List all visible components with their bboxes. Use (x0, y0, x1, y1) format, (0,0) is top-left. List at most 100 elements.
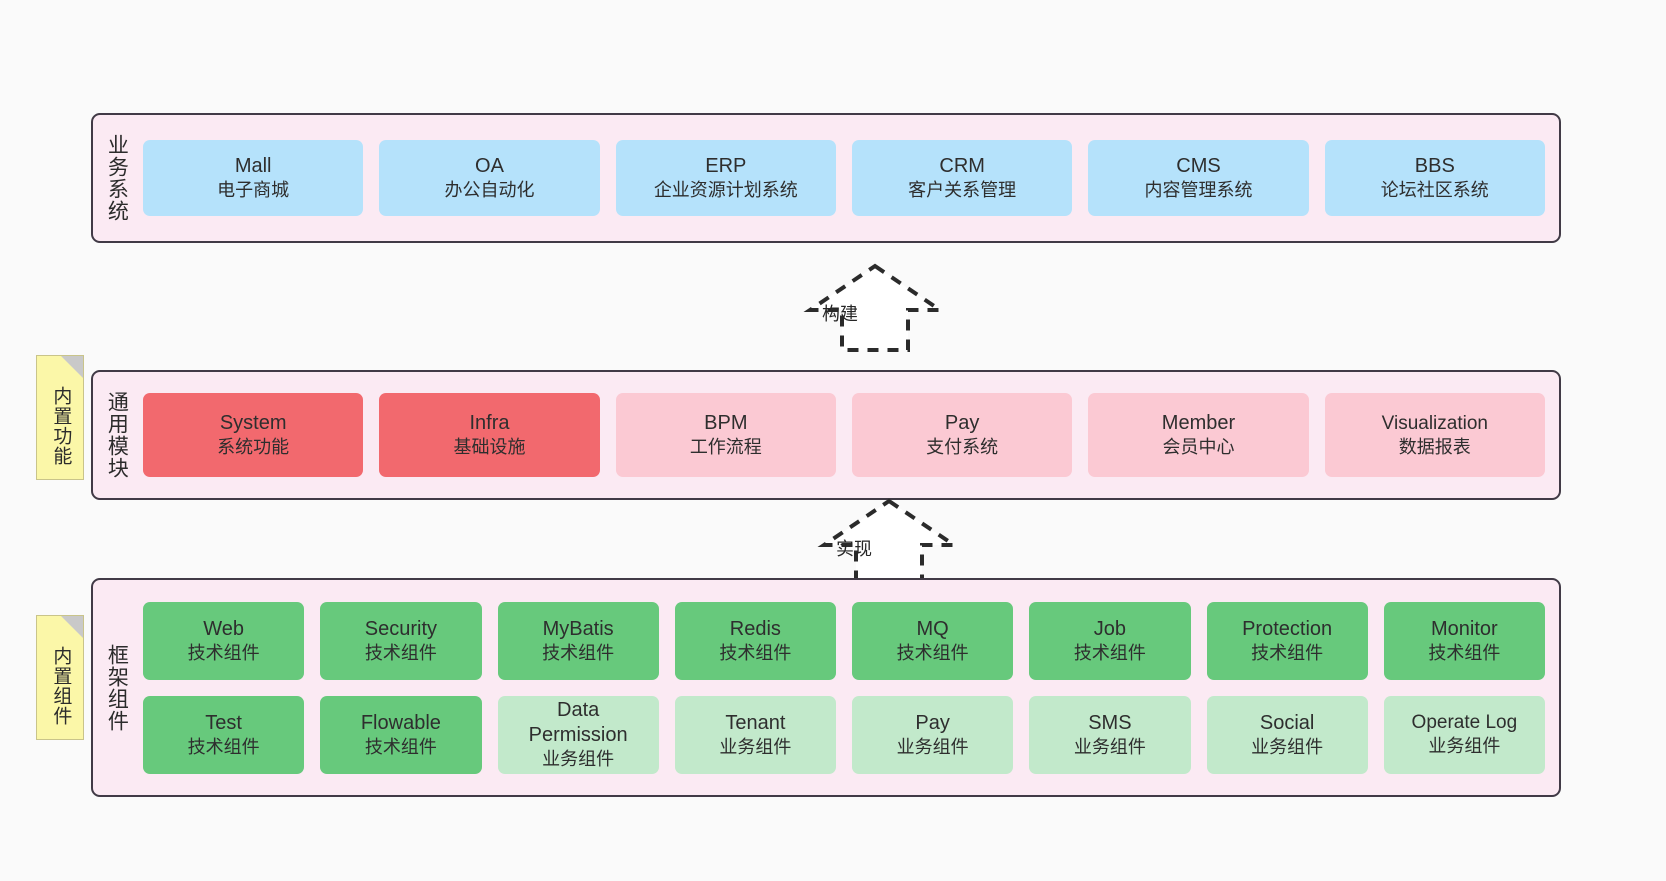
node-title: Operate Log (1411, 712, 1518, 734)
node-test[interactable]: Test 技术组件 (143, 695, 305, 774)
node-data-permission[interactable]: Data Permission 业务组件 (497, 695, 659, 774)
node-title: Member (1161, 412, 1236, 435)
node-member[interactable]: Member 会员中心 (1088, 393, 1309, 477)
node-subtitle: 业务组件 (896, 736, 969, 757)
node-row: Mall 电子商城 OA 办公自动化 ERP 企业资源计划系统 CRM 客户关系… (143, 140, 1545, 216)
node-mybatis[interactable]: MyBatis 技术组件 (497, 601, 659, 680)
node-subtitle: 论坛社区系统 (1380, 180, 1489, 201)
node-row: Web 技术组件 Security 技术组件 MyBatis 技术组件 Redi… (143, 601, 1545, 680)
node-title: Tenant (725, 711, 786, 734)
node-redis[interactable]: Redis 技术组件 (674, 601, 836, 680)
node-subtitle: 内容管理系统 (1144, 180, 1253, 201)
node-subtitle: 业务组件 (1428, 736, 1501, 757)
layer-framework-components: 框架组件 Web 技术组件 Security 技术组件 MyBatis 技术组件… (91, 578, 1561, 797)
connector-build-label: 构建 (822, 304, 858, 324)
node-subtitle: 技术组件 (896, 642, 969, 663)
node-subtitle: 系统功能 (217, 437, 290, 458)
folded-corner-icon (61, 356, 83, 378)
node-subtitle: 工作流程 (689, 437, 762, 458)
node-title: Pay (915, 711, 950, 734)
node-title: Redis (729, 617, 781, 640)
node-subtitle: 基础设施 (453, 437, 526, 458)
connector-implement: 实现 (814, 497, 964, 587)
sticky-note-text: 内置功能 (50, 385, 72, 466)
node-flowable[interactable]: Flowable 技术组件 (320, 695, 482, 774)
node-subtitle: 支付系统 (926, 437, 999, 458)
node-security[interactable]: Security 技术组件 (320, 601, 482, 680)
node-subtitle: 会员中心 (1162, 437, 1235, 458)
node-row: Test 技术组件 Flowable 技术组件 Data Permission … (143, 695, 1545, 774)
layer-title-common-modules: 通用模块 (105, 391, 129, 479)
node-web[interactable]: Web 技术组件 (143, 601, 305, 680)
node-title: CRM (939, 155, 985, 178)
node-subtitle: 技术组件 (364, 642, 437, 663)
layer-body-framework-components: Web 技术组件 Security 技术组件 MyBatis 技术组件 Redi… (139, 580, 1559, 795)
node-protection[interactable]: Protection 技术组件 (1206, 601, 1368, 680)
node-title: Web (203, 617, 244, 640)
node-title: Flowable (360, 711, 441, 734)
node-monitor[interactable]: Monitor 技术组件 (1383, 601, 1545, 680)
node-subtitle: 技术组件 (1428, 642, 1501, 663)
node-sms[interactable]: SMS 业务组件 (1029, 695, 1191, 774)
node-title: OA (475, 155, 504, 178)
node-mq[interactable]: MQ 技术组件 (852, 601, 1014, 680)
sticky-note-builtin-components: 内置组件 (36, 615, 84, 740)
node-title: ERP (705, 155, 747, 178)
node-oa[interactable]: OA 办公自动化 (379, 140, 600, 216)
node-title: BBS (1414, 155, 1455, 178)
node-subtitle: 业务组件 (719, 736, 792, 757)
node-bbs[interactable]: BBS 论坛社区系统 (1324, 140, 1545, 216)
node-title: Social (1259, 711, 1315, 734)
node-title: Job (1093, 617, 1126, 640)
sticky-note-text: 内置组件 (50, 645, 72, 726)
node-title: Security (364, 617, 437, 640)
node-subtitle: 技术组件 (542, 642, 615, 663)
node-cms[interactable]: CMS 内容管理系统 (1088, 140, 1309, 216)
folded-corner-icon (61, 616, 83, 638)
node-subtitle: 技术组件 (187, 736, 260, 757)
node-title: Monitor (1431, 617, 1498, 640)
layer-common-modules: 通用模块 System 系统功能 Infra 基础设施 BPM 工作流程 Pay… (91, 370, 1561, 500)
node-system[interactable]: System 系统功能 (143, 393, 364, 477)
node-subtitle: 业务组件 (1073, 736, 1146, 757)
layer-body-business-systems: Mall 电子商城 OA 办公自动化 ERP 企业资源计划系统 CRM 客户关系… (139, 115, 1559, 241)
node-title: Data Permission (528, 698, 628, 747)
node-pay-module[interactable]: Pay 支付系统 (851, 393, 1073, 477)
node-job[interactable]: Job 技术组件 (1029, 601, 1191, 680)
node-visualization[interactable]: Visualization 数据报表 (1324, 393, 1545, 477)
node-subtitle: 技术组件 (719, 642, 792, 663)
node-operate-log[interactable]: Operate Log 业务组件 (1383, 695, 1545, 774)
node-subtitle: 电子商城 (217, 180, 290, 201)
layer-title-business-systems: 业务系统 (105, 134, 129, 222)
node-bpm[interactable]: BPM 工作流程 (615, 393, 836, 477)
node-erp[interactable]: ERP 企业资源计划系统 (615, 140, 836, 216)
layer-body-common-modules: System 系统功能 Infra 基础设施 BPM 工作流程 Pay 支付系统… (139, 372, 1559, 498)
node-crm[interactable]: CRM 客户关系管理 (851, 140, 1073, 216)
node-title: Test (205, 711, 242, 734)
node-title: Infra (469, 412, 510, 435)
node-mall[interactable]: Mall 电子商城 (143, 140, 364, 216)
node-subtitle: 企业资源计划系统 (653, 180, 798, 201)
node-tenant[interactable]: Tenant 业务组件 (674, 695, 836, 774)
node-title: Protection (1242, 617, 1333, 640)
node-subtitle: 技术组件 (187, 642, 260, 663)
node-subtitle: 业务组件 (542, 749, 615, 770)
node-title: MyBatis (542, 617, 614, 640)
node-title: Mall (234, 155, 272, 178)
node-subtitle: 技术组件 (1251, 642, 1324, 663)
node-subtitle: 客户关系管理 (908, 180, 1017, 201)
node-subtitle: 数据报表 (1398, 436, 1471, 457)
node-title: BPM (704, 412, 748, 435)
node-title: CMS (1176, 155, 1221, 178)
node-subtitle: 技术组件 (1073, 642, 1146, 663)
node-title: System (219, 412, 287, 435)
node-row: System 系统功能 Infra 基础设施 BPM 工作流程 Pay 支付系统… (143, 393, 1545, 477)
layer-title-framework-components: 框架组件 (105, 643, 129, 732)
node-social[interactable]: Social 业务组件 (1206, 695, 1368, 774)
node-infra[interactable]: Infra 基础设施 (379, 393, 600, 477)
node-pay-component[interactable]: Pay 业务组件 (852, 695, 1014, 774)
connector-implement-label: 实现 (836, 539, 872, 559)
node-subtitle: 办公自动化 (444, 180, 535, 201)
node-title: MQ (916, 617, 949, 640)
